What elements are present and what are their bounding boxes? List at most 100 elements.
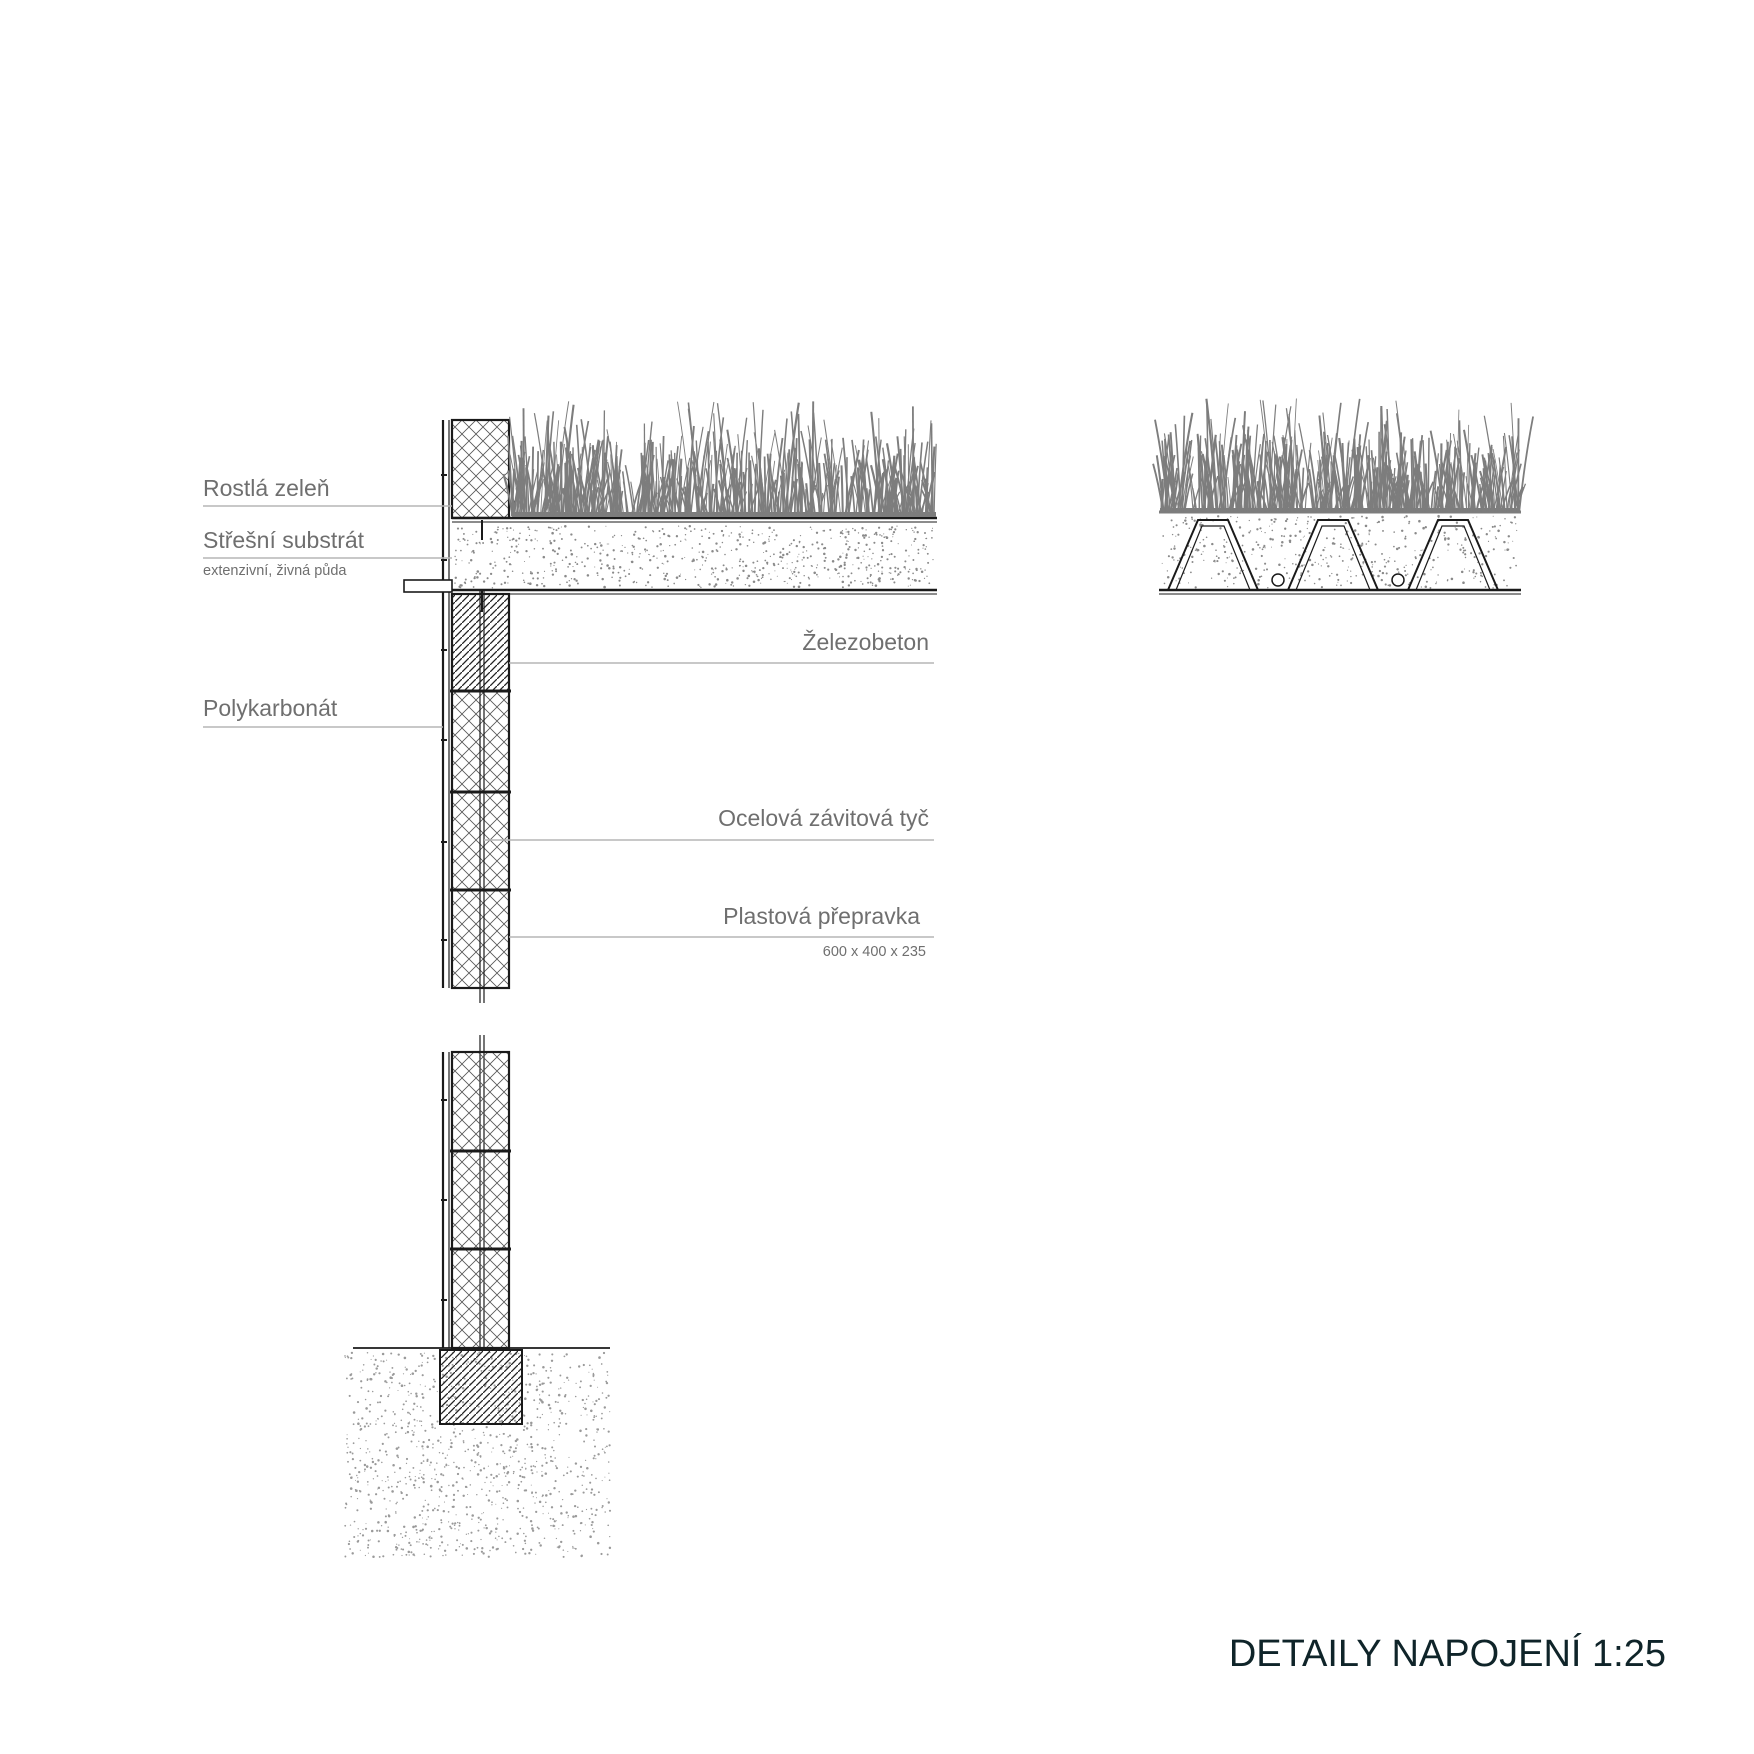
speckle-dot xyxy=(594,530,596,532)
speckle-dot xyxy=(399,1480,401,1483)
speckle-dot xyxy=(376,1401,379,1404)
speckle-dot xyxy=(467,1493,469,1496)
speckle-dot xyxy=(609,1411,611,1413)
speckle-dot xyxy=(436,1509,439,1512)
speckle-dot xyxy=(579,1380,582,1383)
speckle-dot xyxy=(365,1440,367,1442)
speckle-dot xyxy=(573,578,576,581)
speckle-dot xyxy=(523,1476,526,1479)
speckle-dot xyxy=(488,1490,491,1492)
speckle-dot xyxy=(502,1496,504,1499)
speckle-dot xyxy=(852,527,854,530)
grass-blade xyxy=(1243,426,1250,513)
speckle-dot xyxy=(439,1436,442,1438)
speckle-dot xyxy=(917,552,920,555)
grass-blade xyxy=(736,467,748,517)
speckle-dot xyxy=(370,1358,372,1360)
speckle-dot xyxy=(541,1474,544,1477)
speckle-dot xyxy=(890,578,892,580)
speckle-dot xyxy=(493,531,495,533)
speckle-dot xyxy=(413,1402,416,1405)
speckle-dot xyxy=(412,1433,415,1436)
speckle-dot xyxy=(904,560,907,563)
speckle-dot xyxy=(1414,550,1416,552)
speckle-dot xyxy=(1303,564,1305,566)
speckle-dot xyxy=(408,1421,411,1423)
speckle-dot xyxy=(463,539,466,541)
speckle-dot xyxy=(1262,546,1265,549)
speckle-dot xyxy=(421,1354,424,1357)
speckle-dot xyxy=(1507,548,1510,551)
speckle-dot xyxy=(538,1500,542,1504)
speckle-dot xyxy=(553,539,556,542)
speckle-dot xyxy=(498,1473,500,1475)
speckle-dot xyxy=(556,552,559,556)
speckle-dot xyxy=(370,1529,374,1533)
speckle-dot xyxy=(412,1466,415,1469)
grass-blade xyxy=(533,412,550,517)
grass-blade xyxy=(1296,444,1302,513)
speckle-dot xyxy=(699,568,702,571)
grass-blade xyxy=(1154,419,1170,513)
speckle-dot xyxy=(867,556,869,558)
speckle-dot xyxy=(344,1355,346,1357)
speckle-dot xyxy=(857,542,860,545)
speckle-dot xyxy=(903,565,906,569)
speckle-dot xyxy=(553,1449,555,1452)
speckle-dot xyxy=(573,1504,577,1508)
lower-wall-section xyxy=(441,1035,511,1350)
speckle-dot xyxy=(754,567,757,569)
speckle-dot xyxy=(579,1465,583,1469)
speckle-dot xyxy=(675,535,679,538)
grass-blade xyxy=(1410,439,1414,513)
polycarbonate-fixings xyxy=(441,1099,447,1301)
grass-blade xyxy=(687,468,693,517)
speckle-dot xyxy=(1493,525,1496,528)
speckle-dot xyxy=(520,1480,523,1483)
speckle-dot xyxy=(684,534,687,536)
speckle-dot xyxy=(434,1380,436,1383)
speckle-dot xyxy=(350,1351,354,1355)
speckle-dot xyxy=(1437,514,1440,518)
speckle-dot xyxy=(1197,548,1200,552)
speckle-dot xyxy=(1347,566,1349,568)
speckle-dot xyxy=(488,1532,492,1535)
speckle-dot xyxy=(407,1425,409,1428)
speckle-dot xyxy=(502,1519,504,1521)
speckle-dot xyxy=(510,551,512,553)
grass-blade xyxy=(724,484,735,517)
speckle-dot xyxy=(477,1529,480,1532)
speckle-dot xyxy=(1396,568,1399,571)
speckle-dot xyxy=(352,1442,355,1445)
drawing-title: DETAILY NAPOJENÍ 1:25 xyxy=(1229,1632,1666,1675)
speckle-dot xyxy=(1175,535,1177,537)
speckle-dot xyxy=(439,1544,441,1547)
speckle-dot xyxy=(808,584,811,587)
grass-blade xyxy=(924,471,936,517)
speckle-dot xyxy=(893,581,896,584)
speckle-dot xyxy=(349,1487,353,1490)
speckle-dot xyxy=(529,1519,533,1523)
speckle-dot xyxy=(526,1443,529,1446)
speckle-dot xyxy=(409,1413,412,1416)
speckle-dot xyxy=(810,564,813,567)
speckle-dot xyxy=(414,1479,417,1482)
speckle-dot xyxy=(490,1473,493,1476)
speckle-dot xyxy=(696,558,698,561)
speckle-dot xyxy=(635,581,638,584)
grass-blade xyxy=(757,448,763,517)
speckle-dot xyxy=(1190,546,1192,549)
speckle-dot xyxy=(1258,575,1261,578)
speckle-dot xyxy=(593,1379,595,1381)
grass-blade xyxy=(709,483,715,517)
speckle-dot xyxy=(394,1546,398,1549)
speckle-dot xyxy=(1306,527,1308,530)
speckle-dot xyxy=(482,542,485,544)
speckle-dot xyxy=(605,1396,608,1399)
speckle-dot xyxy=(612,571,615,574)
speckle-dot xyxy=(924,532,926,534)
speckle-dot xyxy=(782,567,784,570)
speckle-dot xyxy=(419,1406,422,1408)
speckle-dot xyxy=(1420,586,1423,588)
speckle-dot xyxy=(697,583,700,586)
